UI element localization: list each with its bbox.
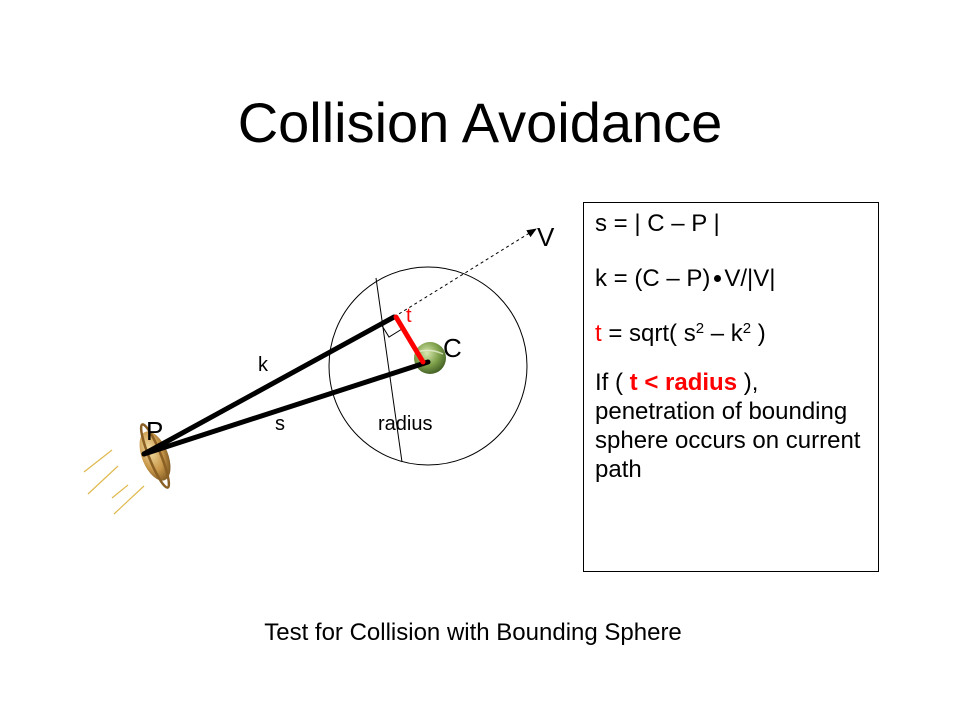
formula-k-part1: k = (C – P) bbox=[595, 265, 711, 292]
label-v: V bbox=[537, 222, 555, 252]
slide-caption: Test for Collision with Bounding Sphere bbox=[264, 619, 682, 646]
formula-condition-start: If ( bbox=[595, 369, 630, 396]
formula-t-var: t bbox=[595, 320, 602, 347]
velocity-vector bbox=[393, 228, 537, 318]
motion-trail-icon bbox=[83, 449, 145, 515]
k-line bbox=[141, 314, 397, 457]
label-p: P bbox=[146, 416, 163, 446]
formula-t: t = sqrt( s2 – k2 ) bbox=[595, 319, 870, 348]
s-line bbox=[141, 359, 431, 457]
formula-s: s = | C – P | bbox=[595, 210, 720, 237]
formula-condition-highlight: t < radius bbox=[629, 369, 738, 396]
formula-t-part3: ) bbox=[751, 320, 766, 347]
bounding-sphere bbox=[328, 266, 528, 466]
formula-k-part2: V/|V| bbox=[724, 265, 776, 292]
slide-title: Collision Avoidance bbox=[237, 91, 723, 154]
formula-t-sup1: 2 bbox=[695, 320, 705, 337]
formula-t-part2: – k bbox=[704, 320, 743, 347]
label-s: s bbox=[275, 413, 285, 435]
formula-condition: If ( t < radius ), penetration of boundi… bbox=[595, 368, 870, 484]
formula-t-sup2: 2 bbox=[742, 320, 752, 337]
label-k: k bbox=[258, 354, 269, 376]
formula-box: s = | C – P | k = (C – P) V/|V| t = sqrt(… bbox=[583, 202, 879, 572]
right-angle-marker bbox=[380, 323, 403, 338]
t-segment bbox=[393, 314, 426, 365]
formula-condition-end: ), penetration of bounding sphere occurs… bbox=[595, 369, 861, 483]
formula-t-part1: = sqrt( s bbox=[601, 320, 696, 347]
label-radius: radius bbox=[378, 413, 432, 435]
tangent-line bbox=[375, 277, 403, 463]
label-t: t bbox=[406, 305, 412, 327]
dot-product-icon bbox=[714, 275, 722, 283]
label-c: C bbox=[443, 333, 462, 363]
formula-k: k = (C – P) V/|V| bbox=[595, 264, 870, 293]
